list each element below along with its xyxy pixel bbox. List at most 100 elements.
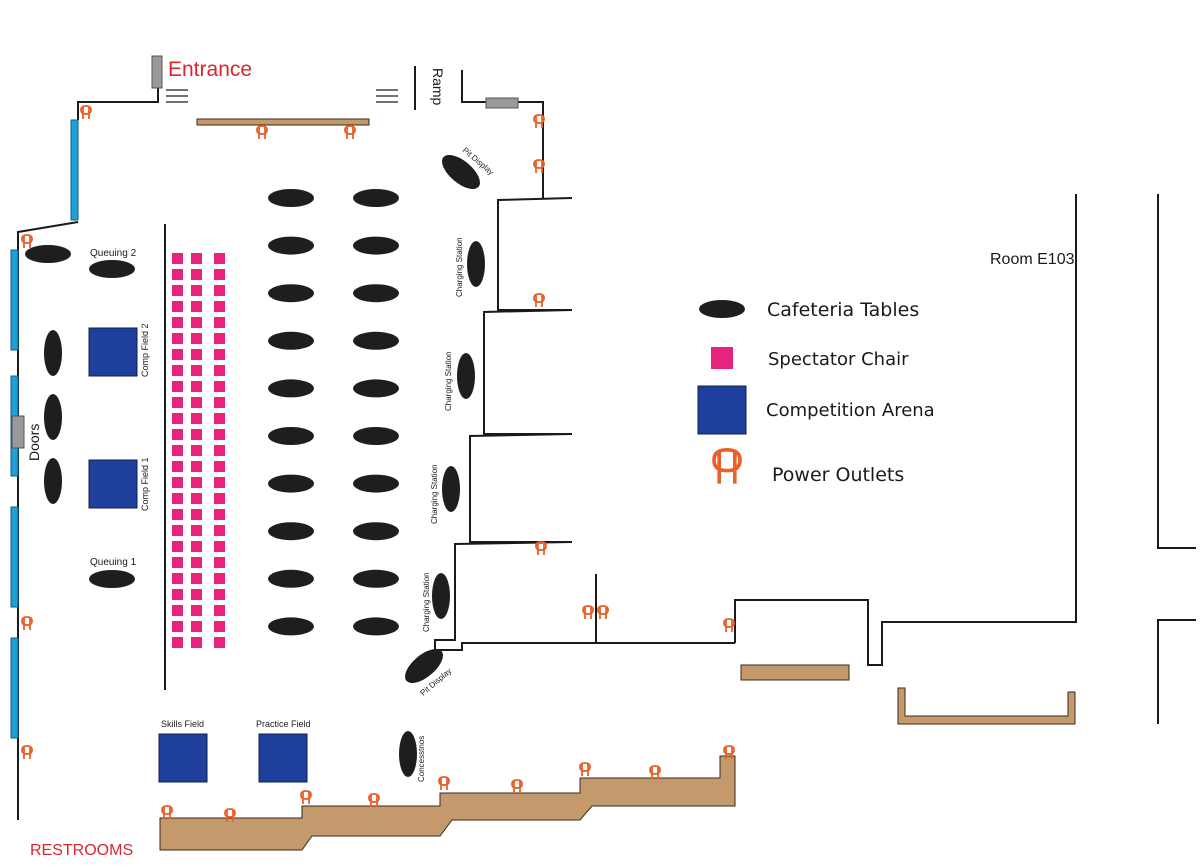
ramp-label: Ramp — [430, 68, 446, 106]
doors-label: Doors — [26, 424, 42, 461]
cafeteria-table-icon — [699, 300, 745, 318]
entrance-label: Entrance — [168, 58, 252, 81]
cafeteria-table — [353, 569, 399, 588]
spectator-chair — [172, 525, 183, 536]
spectator-chair — [172, 589, 183, 600]
spectator-chair — [172, 461, 183, 472]
spectator-chair — [214, 429, 225, 440]
spectator-chair — [191, 301, 202, 312]
spectator-chair — [191, 397, 202, 408]
spectator-chair — [191, 509, 202, 520]
spectator-chair — [172, 349, 183, 360]
power-outlet-icon — [21, 234, 33, 249]
cafeteria-table — [353, 331, 399, 350]
spectator-chair — [214, 493, 225, 504]
spectator-chairs — [172, 253, 225, 648]
spectator-chair — [191, 253, 202, 264]
spectator-chair — [191, 557, 202, 568]
charging-station-3-label: Charging Station — [430, 464, 439, 524]
power-outlet-icon — [21, 745, 33, 760]
side-table-1 — [44, 330, 62, 376]
charging-station-2-label: Charging Station — [444, 351, 453, 411]
spectator-chair — [172, 301, 183, 312]
spectator-chair — [172, 541, 183, 552]
spectator-chair — [214, 365, 225, 376]
spectator-chair — [214, 253, 225, 264]
stairs — [166, 89, 398, 103]
cafeteria-table — [353, 474, 399, 493]
legend-cafeteria-tables: Cafeteria Tables — [767, 299, 919, 321]
spectator-chair — [172, 621, 183, 632]
power-outlet-icon — [535, 541, 547, 556]
spectator-chair — [191, 285, 202, 296]
spectator-chair — [191, 525, 202, 536]
spectator-chair — [191, 349, 202, 360]
legend-power-outlets: Power Outlets — [772, 464, 904, 486]
power-outlet-icon — [579, 762, 591, 777]
spectator-chair — [214, 317, 225, 328]
spectator-chair — [214, 301, 225, 312]
spectator-chair — [214, 573, 225, 584]
spectator-chair — [214, 445, 225, 456]
comp-field-1-arena — [88, 459, 138, 509]
spectator-chair — [214, 477, 225, 488]
side-table-2 — [44, 394, 62, 440]
spectator-chair — [214, 605, 225, 616]
power-outlet-icon — [368, 793, 380, 808]
concessions-label: Concesstnos — [417, 736, 426, 782]
power-outlet-icon — [597, 605, 609, 620]
spectator-chair — [214, 509, 225, 520]
queuing-2-label: Queuing 2 — [90, 248, 137, 259]
spectator-chair — [172, 381, 183, 392]
spectator-chair — [214, 413, 225, 424]
spectator-chair — [191, 541, 202, 552]
cafeteria-table — [353, 379, 399, 398]
spectator-chair — [214, 525, 225, 536]
cafeteria-table — [353, 427, 399, 445]
cafeteria-table — [268, 569, 314, 588]
spectator-chair — [172, 269, 183, 280]
spectator-chair — [172, 317, 183, 328]
cafeteria-table — [268, 379, 314, 398]
charging-station-4-label: Charging Station — [422, 572, 431, 632]
spectator-chair — [191, 573, 202, 584]
spectator-chair — [214, 461, 225, 472]
cafeteria-table — [353, 189, 399, 207]
spectator-chair-icon — [711, 347, 733, 369]
spectator-chair — [172, 253, 183, 264]
spectator-chair — [214, 637, 225, 648]
spectator-chair — [172, 333, 183, 344]
legend: Cafeteria Tables Spectator Chair Competi… — [697, 299, 935, 486]
spectator-chair — [172, 477, 183, 488]
power-outlet-icon — [438, 776, 450, 791]
competition-arena-icon — [697, 385, 747, 435]
power-outlet-icon — [712, 447, 742, 484]
queuing-2-table — [25, 245, 71, 263]
cafeteria-table — [268, 474, 314, 493]
door-markers — [11, 55, 519, 449]
legend-competition-arena: Competition Arena — [766, 400, 935, 421]
spectator-chair — [191, 621, 202, 632]
spectator-chair — [191, 317, 202, 328]
spectator-chair — [214, 397, 225, 408]
legend-spectator-chair: Spectator Chair — [768, 349, 909, 370]
spectator-chair — [191, 381, 202, 392]
spectator-chair — [214, 557, 225, 568]
competition-arenas — [88, 327, 308, 783]
spectator-chair — [214, 621, 225, 632]
spectator-chair — [172, 573, 183, 584]
cafeteria-table — [353, 236, 399, 255]
spectator-chair — [191, 461, 202, 472]
pit-display-table-bottom — [405, 648, 443, 684]
side-table-3 — [44, 458, 62, 504]
power-outlet-icon — [344, 125, 356, 140]
spectator-chair — [214, 589, 225, 600]
spectator-chair — [172, 509, 183, 520]
cafeteria-table — [268, 522, 314, 541]
spectator-chair — [214, 269, 225, 280]
power-outlet-icon — [256, 125, 268, 140]
spectator-chair — [172, 637, 183, 648]
pit-display-table-top — [442, 154, 480, 190]
power-outlet-icon — [723, 618, 735, 633]
